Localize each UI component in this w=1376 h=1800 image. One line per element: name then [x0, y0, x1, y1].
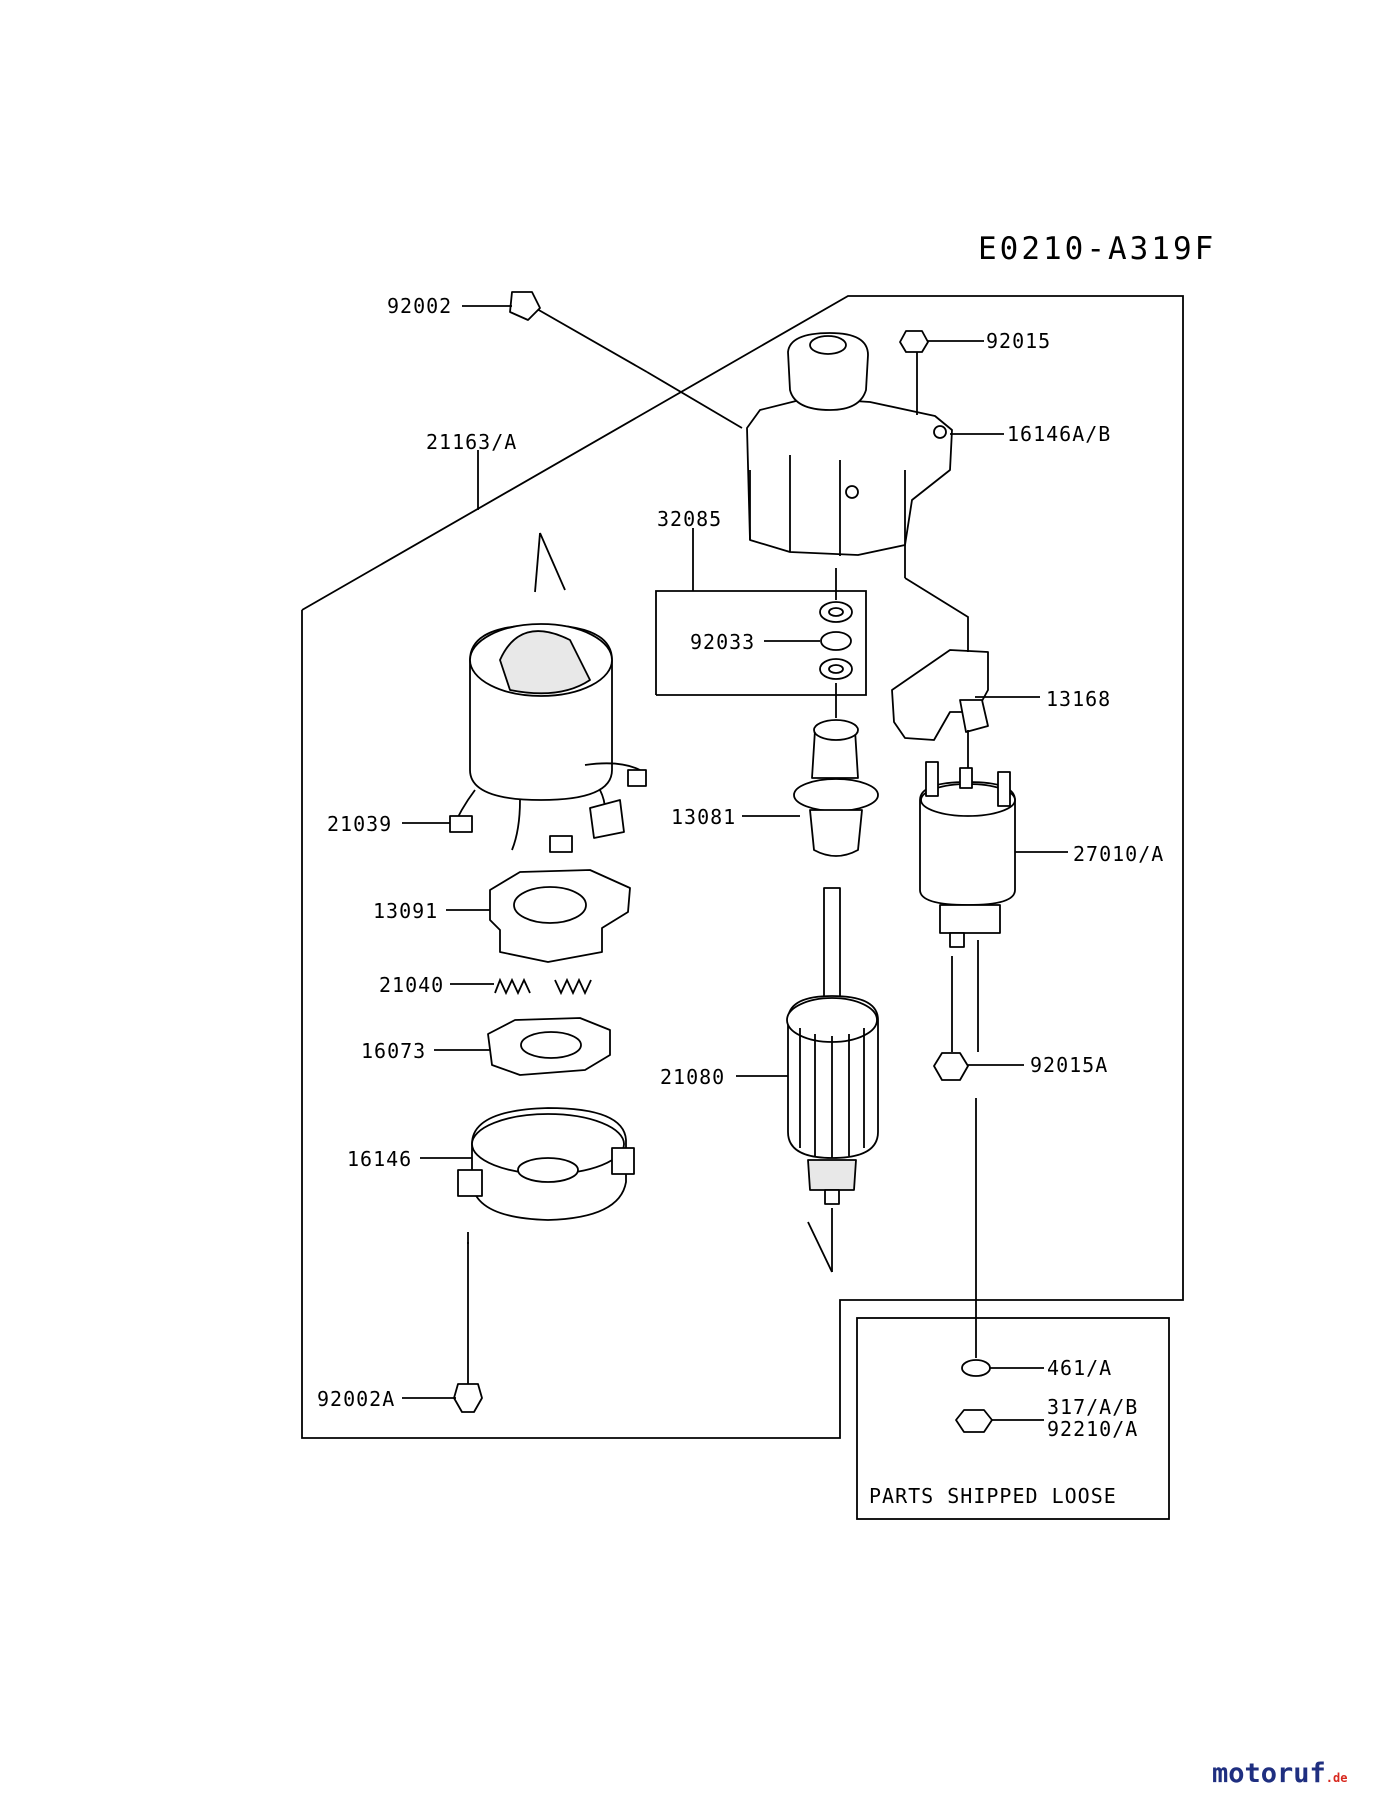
yoke-21163A	[451, 623, 641, 851]
diagram-code: E0210-A319F	[978, 231, 1216, 267]
label-13081: 13081	[671, 805, 736, 829]
label-461A: 461/A	[1047, 1356, 1112, 1380]
label-92210A: 92210/A	[1047, 1417, 1138, 1441]
brush-lead-b	[549, 835, 573, 853]
end-cover-16146	[457, 1107, 635, 1221]
brush-clip	[589, 799, 625, 839]
lever-13168	[891, 649, 989, 741]
watermark-brand: motoruf	[1212, 1758, 1326, 1789]
label-92015: 92015	[986, 329, 1051, 353]
nut-92015	[899, 330, 929, 353]
label-32085: 32085	[657, 507, 722, 531]
ring-set-32085	[819, 601, 853, 680]
parts-shipped-loose-box	[856, 1317, 1170, 1520]
label-21080: 21080	[660, 1065, 725, 1089]
guide-yoke-b	[534, 532, 541, 593]
nut-92015A	[933, 1052, 969, 1081]
solenoid-27010A	[919, 761, 1016, 948]
label-92015A: 92015A	[1030, 1053, 1108, 1077]
front-housing-16146AB	[746, 332, 953, 556]
watermark-logo: motoruf.de	[1212, 1758, 1347, 1789]
plate-16073	[487, 1017, 611, 1076]
brush-21039	[449, 815, 473, 833]
bracket-32085	[655, 590, 867, 696]
watermark-tld: .de	[1326, 1771, 1348, 1785]
label-21163A: 21163/A	[426, 430, 517, 454]
brush-holder-13091	[489, 869, 631, 963]
armature-21080	[786, 887, 879, 1205]
springs-21040	[494, 977, 592, 996]
nut-317AB	[955, 1409, 993, 1433]
guide-yoke	[539, 532, 566, 591]
label-92002: 92002	[387, 294, 452, 318]
pinion-clutch-13081	[793, 719, 879, 857]
washer-461A	[961, 1359, 991, 1377]
guide-housing-lever-b	[904, 577, 969, 652]
label-27010A: 27010/A	[1073, 842, 1164, 866]
label-317AB: 317/A/B	[1047, 1395, 1138, 1419]
assembly-outline	[301, 295, 1184, 1439]
guide-armature-b	[807, 1221, 833, 1273]
label-16146AB: 16146A/B	[1007, 422, 1111, 446]
label-21040: 21040	[379, 973, 444, 997]
label-92033: 92033	[690, 630, 755, 654]
parts-shipped-loose-label: PARTS SHIPPED LOOSE	[869, 1484, 1117, 1508]
label-13091: 13091	[373, 899, 438, 923]
bolt-92002	[509, 291, 743, 429]
label-13168: 13168	[1046, 687, 1111, 711]
label-21039: 21039	[327, 812, 392, 836]
brush-lead-a	[627, 769, 647, 787]
through-bolt-92002A	[453, 1242, 483, 1413]
label-92002A: 92002A	[317, 1387, 395, 1411]
label-16073: 16073	[361, 1039, 426, 1063]
label-16146: 16146	[347, 1147, 412, 1171]
